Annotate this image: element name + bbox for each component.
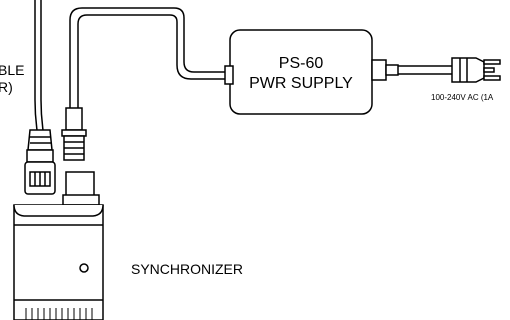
ac-plug	[451, 57, 501, 83]
power-cable	[69, 7, 230, 108]
ac-rating-label: 100-240V AC (1A	[431, 93, 494, 102]
indicator-led	[79, 263, 89, 273]
ac-cord	[371, 59, 455, 81]
power-supply-box	[224, 29, 373, 115]
power-supply-name: PWR SUPPLY	[249, 75, 353, 92]
bnc-plug	[61, 107, 87, 161]
cable-note-line2: R)	[0, 79, 13, 95]
synchronizer-label: SYNCHRONIZER	[131, 261, 243, 277]
network-cable	[34, 0, 44, 131]
rj45-connector	[24, 129, 56, 195]
cable-note-line1: BLE	[0, 62, 24, 78]
synchronizer-unit	[13, 204, 104, 320]
bnc-receptacle	[62, 171, 100, 206]
power-supply-model: PS-60	[279, 55, 324, 72]
terminal-block	[25, 308, 93, 320]
